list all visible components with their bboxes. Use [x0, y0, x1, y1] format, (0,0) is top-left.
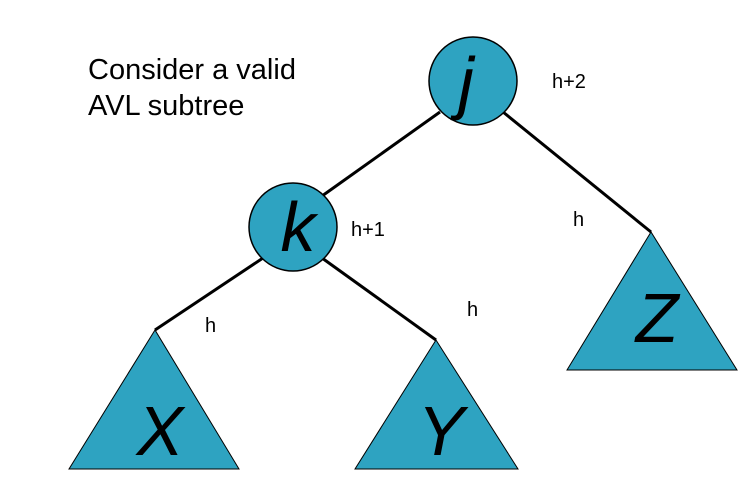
node-k-height-label: h+1 — [351, 219, 385, 241]
node-j-height-label: h+2 — [552, 71, 586, 93]
subtree-x-label: X — [135, 392, 186, 470]
edge-k-x — [154, 256, 264, 332]
subtree-y-height-label: h — [467, 299, 478, 321]
caption: Consider a valid AVL subtree — [88, 52, 296, 124]
subtree-x-triangle — [68, 329, 240, 470]
edge-k-y — [321, 256, 437, 342]
edge-j-k — [321, 110, 441, 198]
subtree-y-label: Y — [418, 392, 469, 470]
subtree-z-label: Z — [634, 279, 681, 357]
node-k-label: k — [281, 188, 319, 266]
subtree-z-triangle — [566, 231, 738, 371]
subtree-y-triangle — [354, 339, 519, 470]
edge-j-z — [502, 110, 652, 234]
subtree-x-height-label: h — [205, 315, 216, 337]
subtree-z-height-label: h — [573, 209, 584, 231]
caption-line-2: AVL subtree — [88, 90, 245, 122]
caption-line-1: Consider a valid — [88, 54, 296, 86]
node-k-circle — [248, 182, 338, 272]
node-j-circle — [428, 36, 518, 126]
